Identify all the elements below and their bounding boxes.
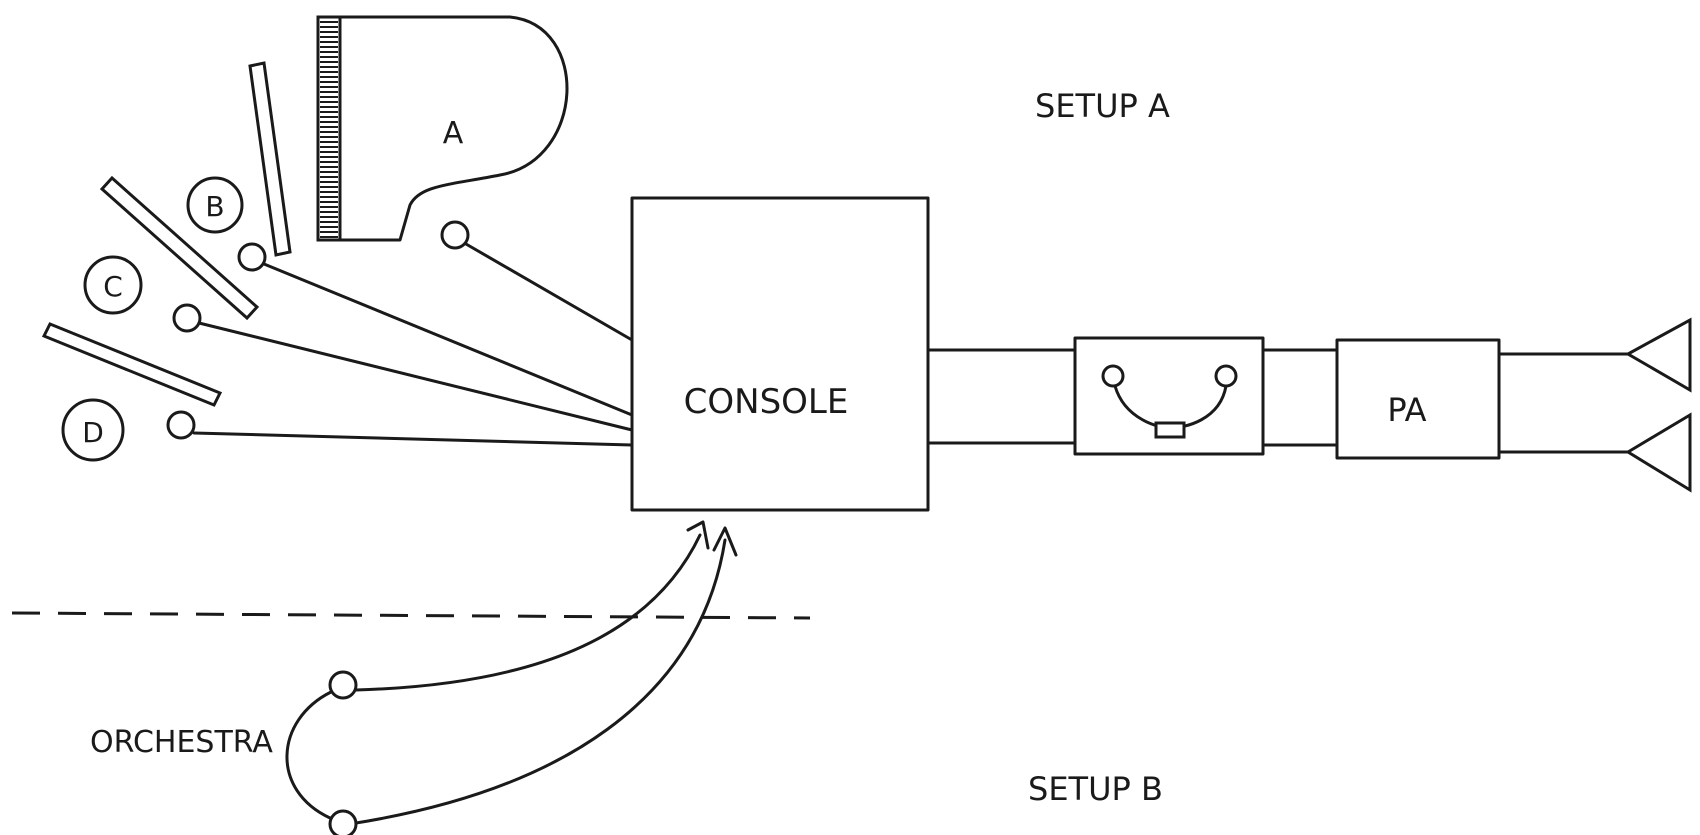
microphone-icon — [440, 220, 470, 250]
microphone-icon — [328, 670, 358, 700]
arrowhead — [712, 526, 738, 557]
orchestra-cable — [354, 538, 727, 825]
mic-cable — [262, 262, 634, 417]
grand-piano-icon — [316, 15, 569, 242]
source-b-marker: B — [186, 176, 244, 234]
mic-cable — [192, 431, 634, 447]
console-label: CONSOLE — [684, 382, 849, 422]
setup-b-label: SETUP B — [1028, 770, 1163, 808]
piano-keyboard — [316, 15, 342, 242]
source-d-label: D — [82, 416, 104, 449]
microphone-icon — [172, 303, 202, 333]
orchestra-bracket — [285, 690, 333, 820]
console-box — [630, 196, 930, 512]
source-d-marker: D — [61, 398, 125, 462]
piano-keys — [320, 21, 338, 238]
source-c-marker: C — [83, 255, 143, 315]
setup-a-label: SETUP A — [1035, 87, 1170, 125]
arrowhead — [686, 520, 710, 550]
pa-label: PA — [1387, 391, 1426, 429]
orchestra-cable — [354, 533, 702, 692]
mic-cable — [197, 321, 634, 432]
tape-recorder-icon — [1073, 336, 1265, 456]
orchestra-label: ORCHESTRA — [90, 725, 273, 760]
microphone-icon — [166, 410, 196, 440]
baffle-panel-1 — [248, 61, 292, 257]
baffle-panel-2 — [99, 175, 260, 321]
loudspeaker-icon — [1624, 317, 1692, 393]
pa-box — [1335, 338, 1501, 460]
piano-label: A — [443, 116, 464, 151]
mic-cable — [464, 242, 634, 342]
baffle-panel-3 — [41, 322, 223, 407]
microphone-icon — [237, 242, 267, 272]
source-c-label: C — [103, 270, 123, 303]
microphone-icon — [328, 809, 358, 835]
loudspeaker-icon — [1625, 412, 1692, 493]
source-b-label: B — [205, 190, 224, 223]
setup-divider — [11, 611, 811, 620]
